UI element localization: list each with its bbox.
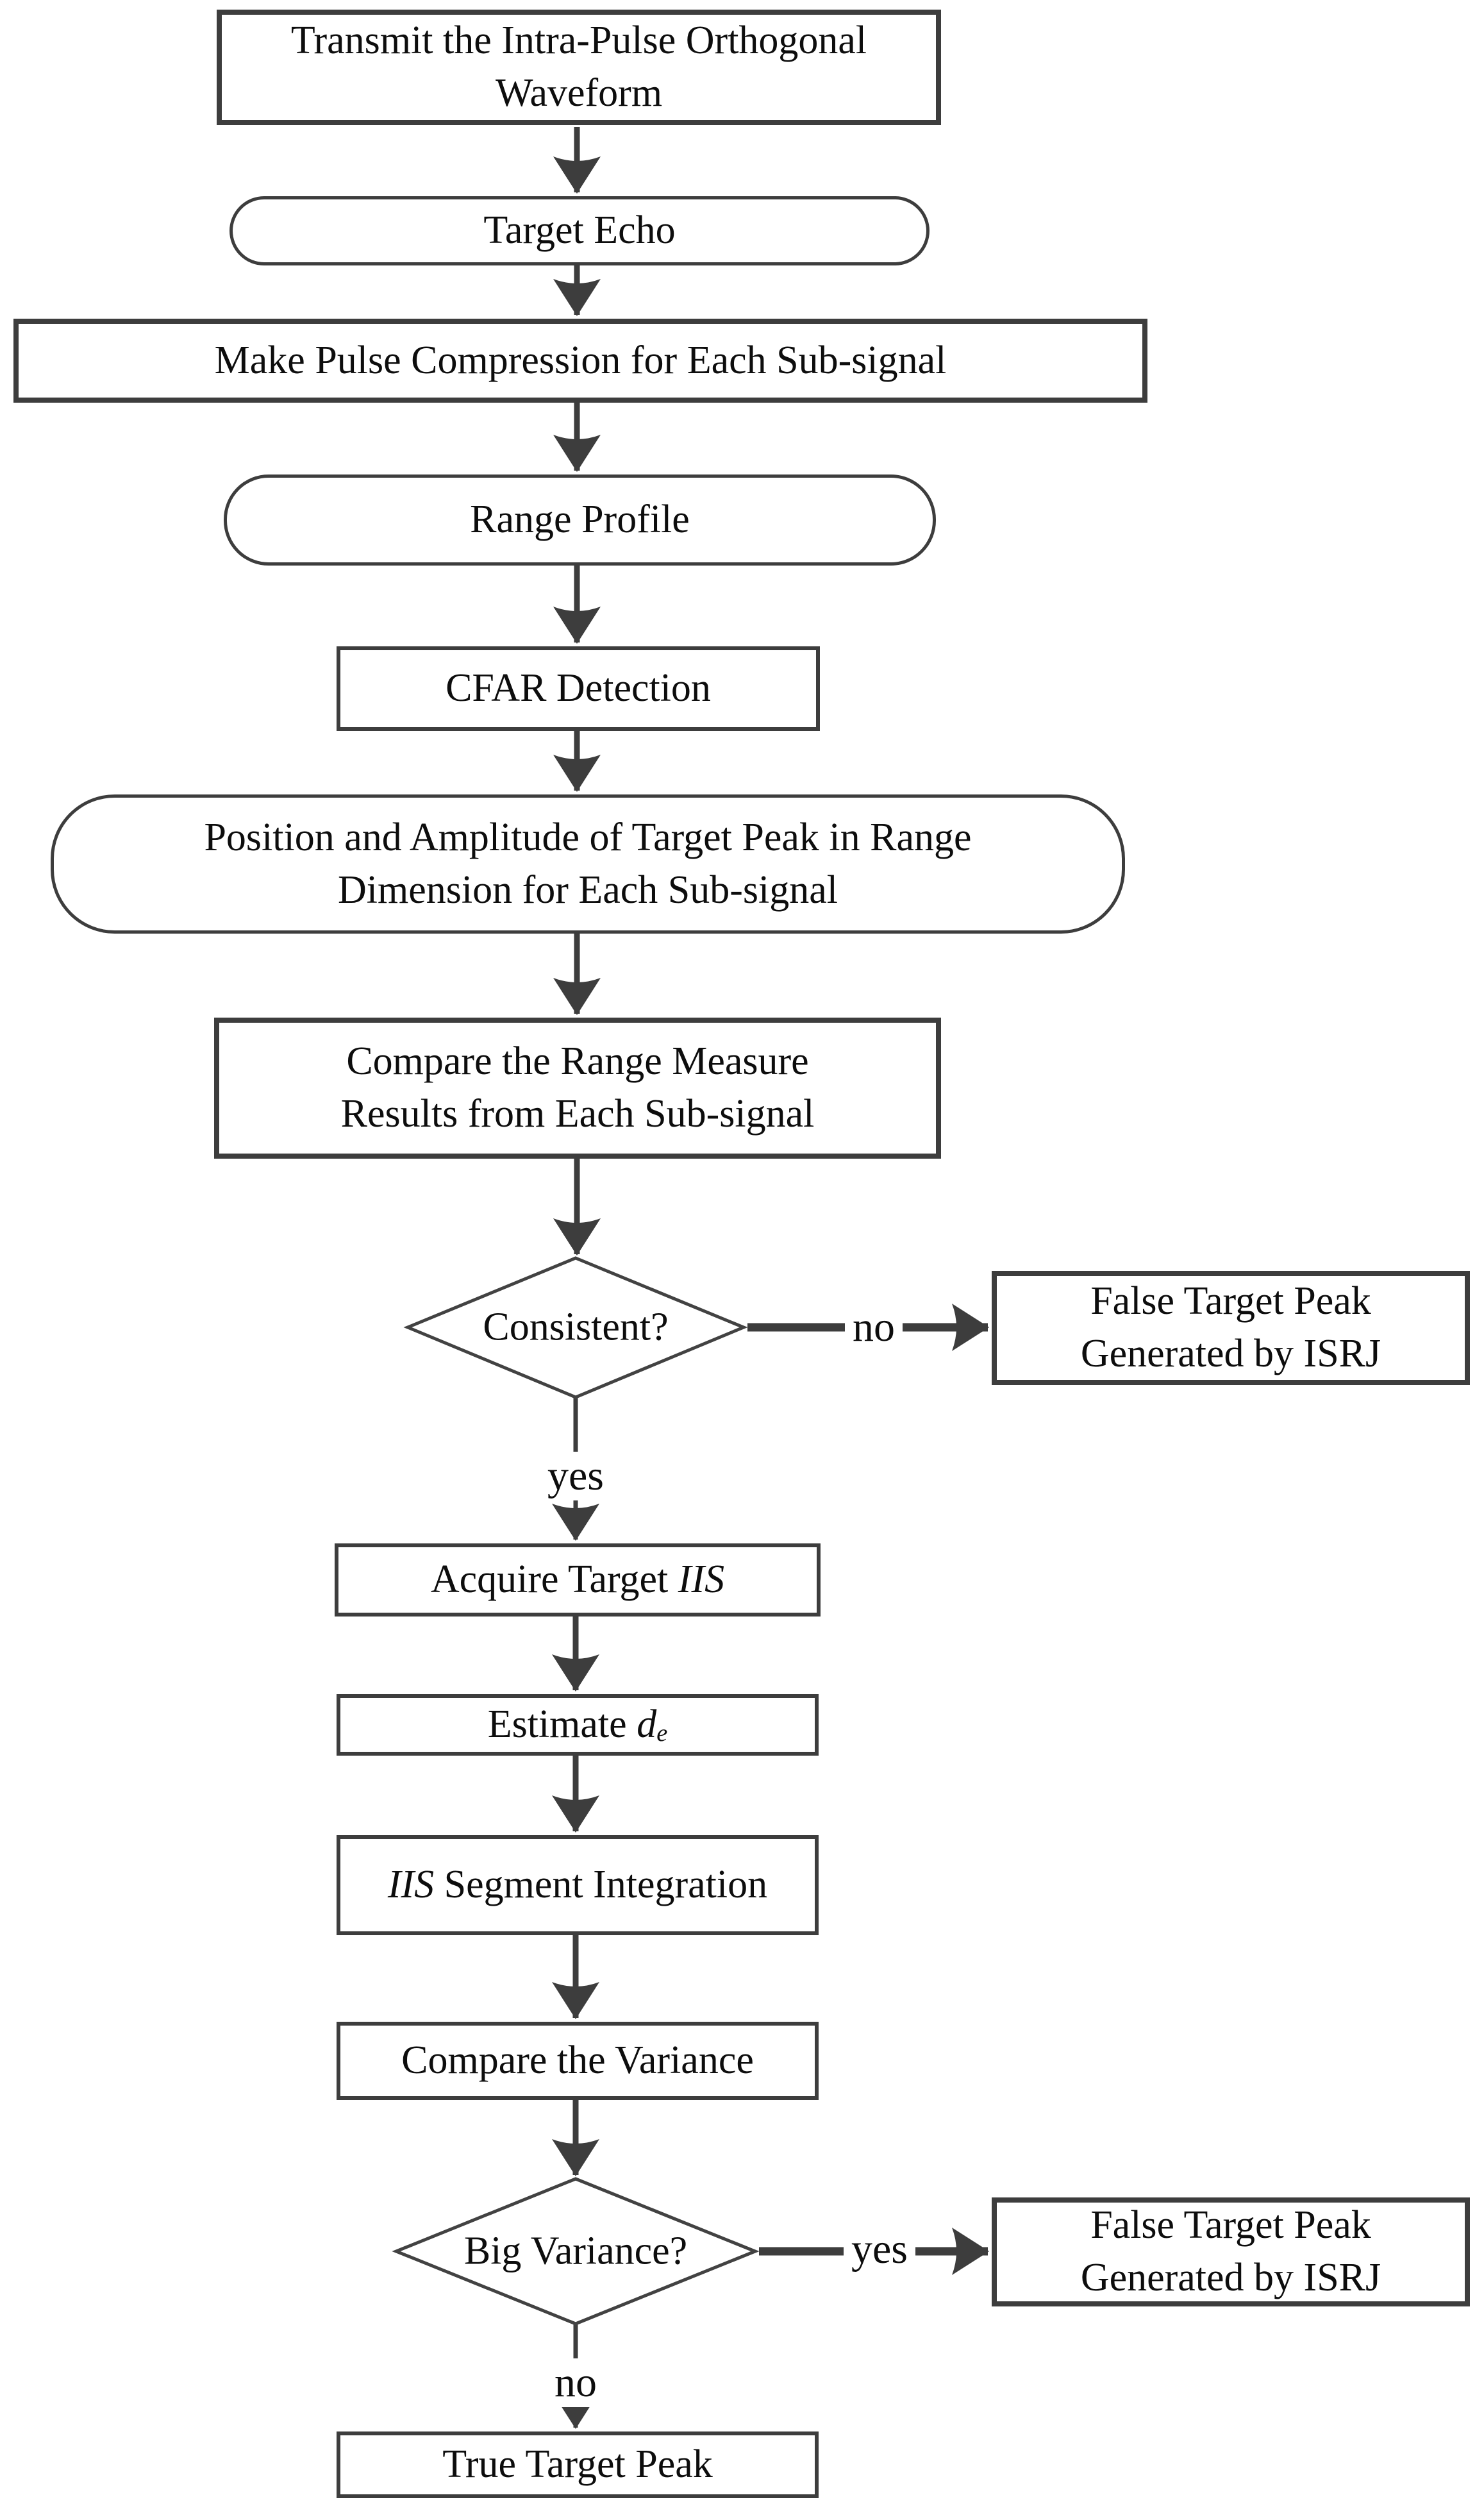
node-estimate-de: Estimate de: [337, 1694, 819, 1756]
label-subscript-e: e: [656, 1719, 668, 1747]
node-label: Transmit the Intra-Pulse Orthogonal Wave…: [290, 19, 867, 115]
node-label: Estimate de: [488, 1699, 668, 1751]
node-label: Position and Amplitude of Target Peak in…: [204, 815, 972, 912]
node-compare-variance: Compare the Variance: [337, 2022, 819, 2100]
node-acquire-target-iis: Acquire Target IIS: [335, 1543, 821, 1617]
node-cfar-detection: CFAR Detection: [337, 646, 820, 731]
label-text: Estimate: [487, 1702, 637, 1747]
label-italic-d: d: [637, 1702, 657, 1747]
edge-label-bigvar-yes: yes: [844, 2225, 915, 2274]
node-false-target-peak-isrj-2: False Target Peak Generated by ISRJ: [992, 2197, 1470, 2306]
diamond-big-variance: [392, 2177, 760, 2326]
node-pulse-compression: Make Pulse Compression for Each Sub-sign…: [13, 319, 1147, 403]
diamond-consistent: [403, 1256, 748, 1399]
edge-label-consistent-yes: yes: [540, 1452, 612, 1500]
node-label: Compare the Variance: [401, 2038, 754, 2083]
node-label: CFAR Detection: [446, 666, 711, 710]
node-false-target-peak-isrj-1: False Target Peak Generated by ISRJ: [992, 1271, 1470, 1385]
node-transmit-waveform: Transmit the Intra-Pulse Orthogonal Wave…: [217, 10, 941, 125]
node-range-profile: Range Profile: [224, 474, 936, 566]
diamond-big-variance-label: Big Variance?: [463, 2229, 688, 2273]
node-iis-segment-integration: IIS Segment Integration: [337, 1835, 819, 1935]
node-position-amplitude: Position and Amplitude of Target Peak in…: [51, 794, 1125, 934]
node-label: True Target Peak: [442, 2442, 713, 2487]
node-label: Make Pulse Compression for Each Sub-sign…: [214, 338, 947, 382]
edge-label-consistent-no: no: [845, 1303, 903, 1352]
node-label: Target Echo: [483, 208, 676, 253]
node-compare-range-results: Compare the Range Measure Results from E…: [214, 1018, 941, 1159]
edge-label-bigvar-no: no: [547, 2358, 604, 2407]
node-label: False Target Peak Generated by ISRJ: [1080, 2203, 1381, 2299]
node-label: Range Profile: [470, 498, 690, 542]
node-true-target-peak: True Target Peak: [337, 2431, 819, 2498]
label-italic-iis: IIS: [387, 1863, 435, 1907]
node-label: Compare the Range Measure Results from E…: [340, 1039, 815, 1136]
label-text: Acquire Target: [430, 1558, 678, 1602]
label-text: Segment Integration: [434, 1863, 768, 1907]
node-label: IIS Segment Integration: [388, 1859, 767, 1911]
label-italic-iis: IIS: [678, 1558, 725, 1602]
node-target-echo: Target Echo: [229, 196, 930, 265]
node-label: False Target Peak Generated by ISRJ: [1080, 1279, 1381, 1375]
node-label: Acquire Target IIS: [431, 1554, 724, 1606]
diamond-consistent-label: Consistent?: [483, 1305, 669, 1349]
